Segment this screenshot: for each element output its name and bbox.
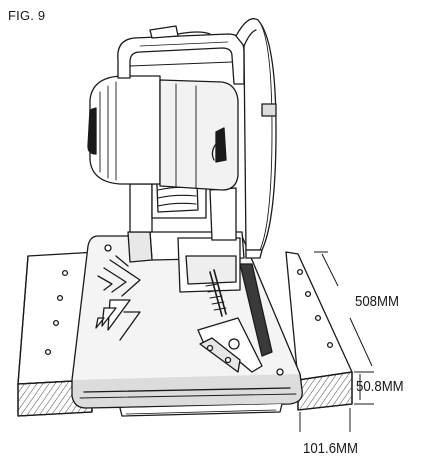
handle — [117, 25, 245, 85]
figure-label: FIG. 9 — [8, 8, 46, 23]
dimension-depth-label: 508MM — [355, 293, 400, 310]
dimension-width-label: 101.6MM — [303, 440, 359, 457]
motor-housing — [87, 75, 239, 191]
blade-guard — [235, 18, 277, 259]
dimension-lines — [299, 251, 374, 432]
dimension-thickness-label: 50.8MM — [356, 378, 404, 395]
vise-fence — [127, 231, 273, 373]
right-board — [285, 251, 353, 411]
motor-column — [129, 155, 237, 241]
